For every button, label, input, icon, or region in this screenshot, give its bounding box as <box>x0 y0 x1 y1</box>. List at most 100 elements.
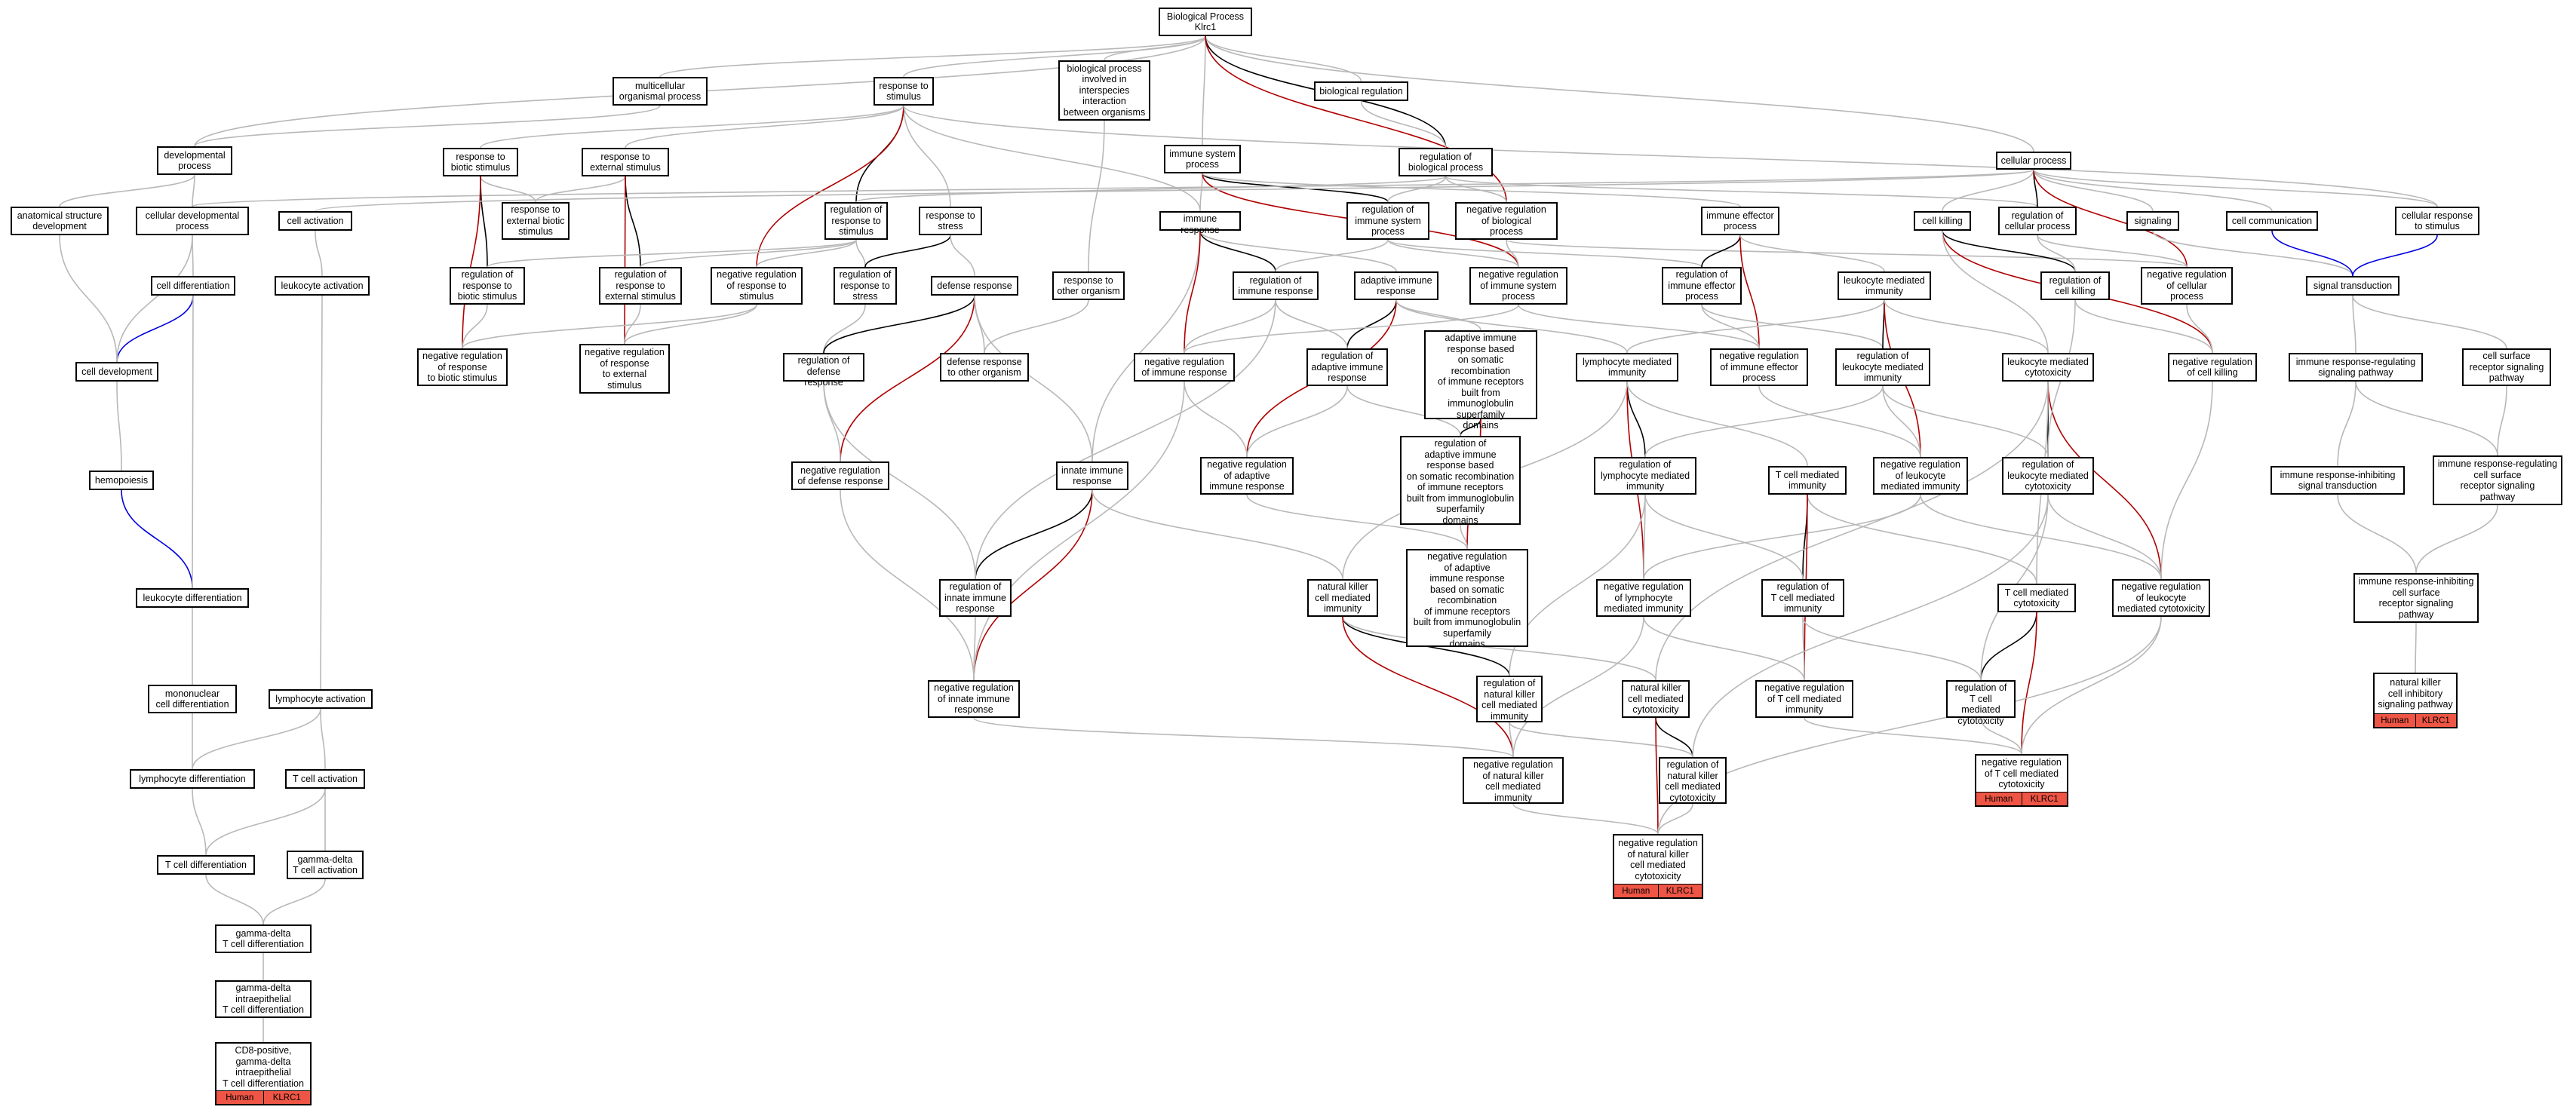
go-term-node-mono-diff[interactable]: mononuclear cell differentiation <box>148 685 237 713</box>
go-term-node-cell-resp-stim[interactable]: cellular response to stimulus <box>2395 207 2479 235</box>
go-term-node-reg-cell-proc[interactable]: regulation of cellular process <box>1998 207 2077 235</box>
go-term-node-neg-reg-tcell-cytotox[interactable]: negative regulation of T cell mediated c… <box>1975 754 2068 807</box>
go-term-node-reg-leuk-med-imm[interactable]: regulation of leukocyte mediated immunit… <box>1835 348 1930 386</box>
go-term-node-imm-sys[interactable]: immune system process <box>1164 145 1241 173</box>
go-term-node-neg-reg-resp-biotic[interactable]: negative regulation of response to bioti… <box>417 348 508 386</box>
go-term-node-bp[interactable]: Biological Process Klrc1 <box>1159 8 1252 36</box>
go-term-node-reg-resp-ext[interactable]: regulation of response to external stimu… <box>599 267 682 305</box>
go-term-node-reg-leuk-cytotox[interactable]: regulation of leukocyte mediated cytotox… <box>2002 457 2094 495</box>
go-term-node-gd-tcell-act[interactable]: gamma-delta T cell activation <box>287 851 364 879</box>
go-term-node-dev-proc[interactable]: developmental process <box>157 146 232 175</box>
go-term-node-leuk-diff[interactable]: leukocyte differentiation <box>136 588 249 608</box>
go-term-node-reg-resp-biotic[interactable]: regulation of response to biotic stimulu… <box>450 267 525 305</box>
go-term-node-neg-reg-bio[interactable]: negative regulation of biological proces… <box>1455 202 1558 240</box>
go-term-node-neg-reg-nk-med-imm[interactable]: negative regulation of natural killer ce… <box>1463 757 1564 804</box>
go-term-node-nk-inhib-sig[interactable]: natural killer cell inhibitory signaling… <box>2373 673 2458 728</box>
go-term-node-reg-tcell-med-imm[interactable]: regulation of T cell mediated immunity <box>1761 579 1844 617</box>
go-term-node-lymph-act[interactable]: lymphocyte activation <box>269 689 373 709</box>
go-term-node-resp-stim[interactable]: response to stimulus <box>874 77 934 106</box>
go-term-node-cell-dev[interactable]: cell development <box>75 362 158 382</box>
go-term-node-resp-biotic[interactable]: response to biotic stimulus <box>443 148 518 176</box>
go-term-node-bioreg[interactable]: biological regulation <box>1314 81 1408 101</box>
go-term-node-cell-act[interactable]: cell activation <box>278 211 352 231</box>
go-term-node-interspecies[interactable]: biological process involved in interspec… <box>1058 60 1150 121</box>
go-term-node-neg-reg-adapt-imm[interactable]: negative regulation of adaptive immune r… <box>1200 457 1294 495</box>
go-term-node-multicell[interactable]: multicellular organismal process <box>613 77 708 106</box>
go-term-node-cell-diff[interactable]: cell differentiation <box>151 276 235 296</box>
go-term-node-reg-tcell-cytotox[interactable]: regulation of T cell mediated cytotoxici… <box>1946 680 2016 726</box>
go-term-node-neg-reg-lymph-med-imm[interactable]: negative regulation of lymphocyte mediat… <box>1596 579 1691 617</box>
go-term-node-adapt-somatic[interactable]: adaptive immune response based on somati… <box>1424 330 1537 431</box>
go-term-node-neg-reg-imm-eff[interactable]: negative regulation of immune effector p… <box>1710 348 1808 386</box>
go-term-node-neg-reg-tcell-med-imm[interactable]: negative regulation of T cell mediated i… <box>1755 680 1853 718</box>
go-term-node-gd-tcell-diff[interactable]: gamma-delta T cell differentiation <box>215 924 312 953</box>
go-term-node-neg-reg-cell-proc[interactable]: negative regulation of cellular process <box>2141 267 2233 305</box>
go-term-node-resp-stress[interactable]: response to stress <box>919 207 982 235</box>
go-term-node-tcell-act[interactable]: T cell activation <box>285 769 365 789</box>
go-term-node-leuk-act[interactable]: leukocyte activation <box>275 276 370 296</box>
go-term-node-reg-def-resp[interactable]: regulation of defense response <box>783 353 864 388</box>
go-term-node-reg-innate[interactable]: regulation of innate immune response <box>939 579 1012 617</box>
go-term-node-resp-ext-biotic[interactable]: response to external biotic stimulus <box>502 202 570 240</box>
edge-part-of <box>864 235 951 268</box>
go-term-node-nk-med-imm[interactable]: natural killer cell mediated immunity <box>1307 579 1378 617</box>
go-term-node-tcell-diff[interactable]: T cell differentiation <box>157 855 255 875</box>
go-term-node-tcell-cytotox[interactable]: T cell mediated cytotoxicity <box>1997 584 2076 612</box>
go-term-node-reg-imm-eff[interactable]: regulation of immune effector process <box>1662 267 1742 305</box>
go-term-node-imm-resp-inhib-sig[interactable]: immune response-inhibiting signal transd… <box>2271 466 2405 495</box>
go-term-label: negative regulation of immune system pro… <box>1478 269 1558 302</box>
go-term-node-cell-proc[interactable]: cellular process <box>1996 152 2071 170</box>
go-term-node-neg-reg-resp-stim[interactable]: negative regulation of response to stimu… <box>711 267 803 305</box>
go-term-node-neg-reg-leuk-cytotox[interactable]: negative regulation of leukocyte mediate… <box>2112 579 2210 617</box>
go-term-label: regulation of immune effector process <box>1668 269 1736 302</box>
go-term-node-tcell-med-imm[interactable]: T cell mediated immunity <box>1768 466 1847 495</box>
go-term-node-reg-imm-resp[interactable]: regulation of immune response <box>1233 271 1319 300</box>
go-term-node-neg-reg-imm-resp[interactable]: negative regulation of immune response <box>1134 353 1235 382</box>
go-term-node-hemopoiesis[interactable]: hemopoiesis <box>89 471 154 490</box>
go-term-node-signaling[interactable]: signaling <box>2126 211 2179 231</box>
go-term-node-reg-lymph-med-imm[interactable]: regulation of lymphocyte mediated immuni… <box>1594 457 1696 495</box>
go-term-node-neg-reg-imm-sys[interactable]: negative regulation of immune system pro… <box>1469 267 1567 305</box>
go-term-node-imm-resp-reg-sig[interactable]: immune response-regulating signaling pat… <box>2289 353 2423 382</box>
go-term-node-cell-kill[interactable]: cell killing <box>1914 211 1971 231</box>
go-term-node-anat-dev[interactable]: anatomical structure development <box>11 207 109 235</box>
go-term-node-neg-reg-resp-ext[interactable]: negative regulation of response to exter… <box>579 344 670 394</box>
go-term-node-reg-resp-stim[interactable]: regulation of response to stimulus <box>824 202 888 240</box>
go-term-node-adapt-imm[interactable]: adaptive immune response <box>1354 271 1438 300</box>
go-term-node-leuk-med-imm[interactable]: leukocyte mediated immunity <box>1838 271 1931 300</box>
go-term-node-sig-trans[interactable]: signal transduction <box>2306 276 2399 296</box>
go-term-node-reg-nk-cytotox[interactable]: regulation of natural killer cell mediat… <box>1659 757 1727 804</box>
go-term-node-reg-adapt-somatic[interactable]: regulation of adaptive immune response b… <box>1400 436 1521 526</box>
go-term-node-imm-resp-inhib-surf[interactable]: immune response-inhibiting cell surface … <box>2353 573 2479 623</box>
go-term-node-cd8-gd-intra-diff[interactable]: CD8-positive, gamma-delta intraepithelia… <box>215 1042 312 1105</box>
go-term-node-innate-imm[interactable]: innate immune response <box>1056 461 1128 490</box>
go-term-node-resp-other-org[interactable]: response to other organism <box>1052 271 1125 300</box>
go-term-node-cell-comm[interactable]: cell communication <box>2226 211 2318 231</box>
go-term-node-nk-cytotox[interactable]: natural killer cell mediated cytotoxicit… <box>1622 680 1690 718</box>
go-term-node-imm-resp-reg-surf[interactable]: immune response-regulating cell surface … <box>2433 455 2562 505</box>
go-term-node-lymph-diff[interactable]: lymphocyte differentiation <box>130 769 255 789</box>
go-term-node-resp-ext[interactable]: response to external stimulus <box>582 148 669 176</box>
go-term-node-reg-cell-kill[interactable]: regulation of cell killing <box>2040 271 2110 300</box>
go-term-node-reg-imm-sys[interactable]: regulation of immune system process <box>1346 202 1429 240</box>
go-term-node-reg-adapt-imm[interactable]: regulation of adaptive immune response <box>1306 348 1388 386</box>
go-term-node-cell-surf-rec[interactable]: cell surface receptor signaling pathway <box>2462 348 2551 386</box>
go-term-node-cell-dev-proc[interactable]: cellular developmental process <box>136 207 249 235</box>
go-term-node-neg-reg-innate[interactable]: negative regulation of innate immune res… <box>928 680 1020 718</box>
go-term-label: response to other organism <box>1057 274 1120 297</box>
go-term-node-lymph-med-imm[interactable]: lymphocyte mediated immunity <box>1576 353 1678 382</box>
go-term-node-imm-eff[interactable]: immune effector process <box>1701 207 1779 235</box>
go-term-node-neg-reg-nk-cytotox[interactable]: negative regulation of natural killer ce… <box>1613 834 1703 899</box>
go-term-node-reg-nk-med-imm[interactable]: regulation of natural killer cell mediat… <box>1476 676 1543 722</box>
go-term-node-reg-bio[interactable]: regulation of biological process <box>1399 148 1493 176</box>
go-term-node-neg-reg-leuk-med-imm[interactable]: negative regulation of leukocyte mediate… <box>1873 457 1968 495</box>
go-term-node-neg-reg-cell-kill[interactable]: negative regulation of cell killing <box>2168 353 2257 382</box>
go-term-node-def-resp-other[interactable]: defense response to other organism <box>940 353 1029 382</box>
go-term-node-def-resp[interactable]: defense response <box>931 276 1018 296</box>
go-term-node-imm-resp[interactable]: immune response <box>1159 211 1241 235</box>
go-term-node-neg-reg-def-resp[interactable]: negative regulation of defense response <box>791 461 889 490</box>
go-term-node-gd-intra-diff[interactable]: gamma-delta intraepithelial T cell diffe… <box>215 980 312 1018</box>
go-term-node-reg-resp-stress[interactable]: regulation of response to stress <box>834 267 897 305</box>
go-term-node-leuk-cytotox[interactable]: leukocyte mediated cytotoxicity <box>2002 353 2094 382</box>
go-term-node-neg-reg-adapt-somatic[interactable]: negative regulation of adaptive immune r… <box>1406 549 1528 649</box>
